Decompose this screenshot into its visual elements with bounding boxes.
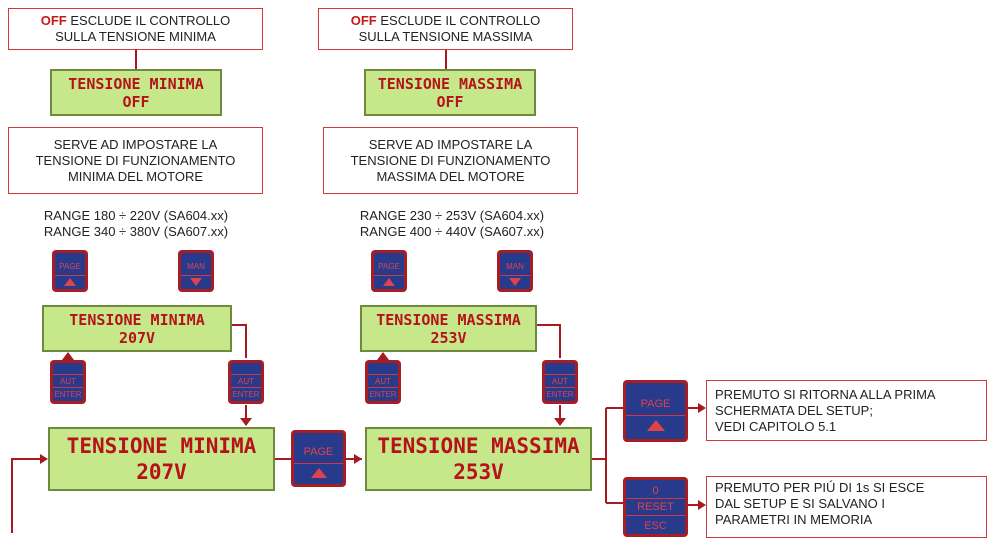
lcd-min-edit: TENSIONE MINIMA 207V: [42, 305, 232, 352]
lcd-max-main: TENSIONE MASSIMA 253V: [365, 427, 592, 491]
page-key-right[interactable]: PAGE: [623, 380, 688, 442]
note-max-desc-line2: TENSIONE DI FUNZIONAMENTO: [350, 152, 551, 168]
man-key-label: MAN: [187, 262, 205, 271]
range-max: RANGE 230 ÷ 253V (SA604.xx) RANGE 400 ÷ …: [316, 208, 588, 240]
aut-enter-key-min-left[interactable]: AUT ENTER: [50, 360, 86, 404]
man-key-min[interactable]: MAN: [178, 250, 214, 292]
lcd-min-main: TENSIONE MINIMA 207V: [48, 427, 275, 491]
note-min-desc: SERVE AD IMPOSTARE LA TENSIONE DI FUNZIO…: [8, 127, 263, 194]
note-reset-desc-line1: PREMUTO PER PIÚ DI 1s SI ESCE: [715, 480, 925, 495]
note-max-desc-line1: SERVE AD IMPOSTARE LA: [368, 136, 533, 152]
lcd-max-edit-line2: 253V: [430, 328, 467, 347]
note-reset-desc: PREMUTO PER PIÚ DI 1s SI ESCE DAL SETUP …: [706, 476, 987, 538]
lcd-max-main-line1: TENSIONE MASSIMA: [377, 434, 580, 458]
aut-key-label: AUT: [375, 377, 391, 386]
lcd-min-edit-line2: 207V: [118, 328, 156, 347]
aut-key-label: AUT: [238, 377, 254, 386]
page-key-label: PAGE: [378, 262, 400, 271]
note-max-off-text: ESCLUDE IL CONTROLLO: [376, 13, 541, 28]
lcd-max-edit-line1: TENSIONE MASSIMA: [376, 310, 521, 329]
triangle-up-icon: [64, 278, 76, 286]
range-max-line2: RANGE 400 ÷ 440V (SA607.xx): [359, 224, 545, 239]
lcd-min-edit-line1: TENSIONE MINIMA: [69, 310, 205, 329]
note-reset-desc-line2: DAL SETUP E SI SALVANO I: [715, 496, 886, 511]
aut-key-label: AUT: [60, 377, 76, 386]
note-page-desc-line3: VEDI CAPITOLO 5.1: [715, 418, 837, 434]
aut-key-label: AUT: [552, 377, 568, 386]
man-key-label: MAN: [506, 262, 524, 271]
page-key-label: PAGE: [640, 398, 671, 410]
lcd-max-off-line2: OFF: [436, 92, 464, 111]
aut-enter-key-max-left[interactable]: AUT ENTER: [365, 360, 401, 404]
range-min: RANGE 180 ÷ 220V (SA604.xx) RANGE 340 ÷ …: [0, 208, 272, 240]
note-max-desc-line3: MASSIMA DEL MOTORE: [376, 168, 525, 184]
reset-esc-key[interactable]: 0 RESET ESC: [623, 477, 688, 537]
aut-enter-key-max-right[interactable]: AUT ENTER: [542, 360, 578, 404]
lcd-min-off: TENSIONE MINIMA OFF: [50, 69, 222, 116]
enter-key-label: ENTER: [369, 390, 397, 399]
note-min-off-bold: OFF: [40, 13, 67, 28]
page-key-label: PAGE: [59, 262, 81, 271]
note-max-off-line2: SULLA TENSIONE MASSIMA: [358, 29, 533, 44]
note-min-off-line2: SULLA TENSIONE MINIMA: [55, 29, 216, 44]
page-key-min[interactable]: PAGE: [52, 250, 88, 292]
triangle-down-icon: [509, 278, 521, 286]
man-key-max[interactable]: MAN: [497, 250, 533, 292]
triangle-up-icon: [310, 468, 327, 478]
note-min-desc-line2: TENSIONE DI FUNZIONAMENTO: [35, 152, 236, 168]
lcd-min-main-line2: 207V: [136, 460, 187, 484]
enter-key-label: ENTER: [546, 390, 574, 399]
triangle-down-icon: [190, 278, 202, 286]
note-min-off: OFF ESCLUDE IL CONTROLLO SULLA TENSIONE …: [8, 8, 263, 50]
enter-key-label: ENTER: [54, 390, 82, 399]
aut-enter-key-min-right[interactable]: AUT ENTER: [228, 360, 264, 404]
range-min-line1: RANGE 180 ÷ 220V (SA604.xx): [43, 208, 229, 223]
note-page-desc-line2: SCHERMATA DEL SETUP;: [715, 402, 873, 418]
enter-key-label: ENTER: [232, 390, 260, 399]
note-page-desc: PREMUTO SI RITORNA ALLA PRIMA SCHERMATA …: [706, 380, 987, 441]
lcd-min-main-line1: TENSIONE MINIMA: [66, 434, 257, 458]
range-max-line1: RANGE 230 ÷ 253V (SA604.xx): [359, 208, 545, 223]
page-key-label: PAGE: [303, 446, 334, 458]
note-min-desc-line1: SERVE AD IMPOSTARE LA: [53, 136, 218, 152]
triangle-up-icon: [646, 420, 665, 431]
note-page-desc-line1: PREMUTO SI RITORNA ALLA PRIMA: [715, 386, 936, 402]
page-key-center[interactable]: PAGE: [291, 430, 346, 487]
esc-key-label: ESC: [644, 520, 667, 532]
note-reset-desc-line3: PARAMETRI IN MEMORIA: [715, 512, 873, 527]
note-min-desc-line3: MINIMA DEL MOTORE: [67, 168, 204, 184]
triangle-up-icon: [383, 278, 395, 286]
lcd-min-off-line1: TENSIONE MINIMA: [68, 74, 204, 93]
note-max-off: OFF ESCLUDE IL CONTROLLO SULLA TENSIONE …: [318, 8, 573, 50]
page-key-max[interactable]: PAGE: [371, 250, 407, 292]
zero-key-label: 0: [652, 485, 659, 497]
lcd-max-off: TENSIONE MASSIMA OFF: [364, 69, 536, 116]
reset-key-label: RESET: [637, 501, 674, 513]
lcd-max-main-line2: 253V: [453, 460, 504, 484]
note-min-off-text: ESCLUDE IL CONTROLLO: [66, 13, 231, 28]
note-max-off-bold: OFF: [350, 13, 377, 28]
lcd-max-off-line1: TENSIONE MASSIMA: [377, 74, 523, 93]
range-min-line2: RANGE 340 ÷ 380V (SA607.xx): [43, 224, 229, 239]
note-max-desc: SERVE AD IMPOSTARE LA TENSIONE DI FUNZIO…: [323, 127, 578, 194]
lcd-max-edit: TENSIONE MASSIMA 253V: [360, 305, 537, 352]
lcd-min-off-line2: OFF: [122, 92, 150, 111]
